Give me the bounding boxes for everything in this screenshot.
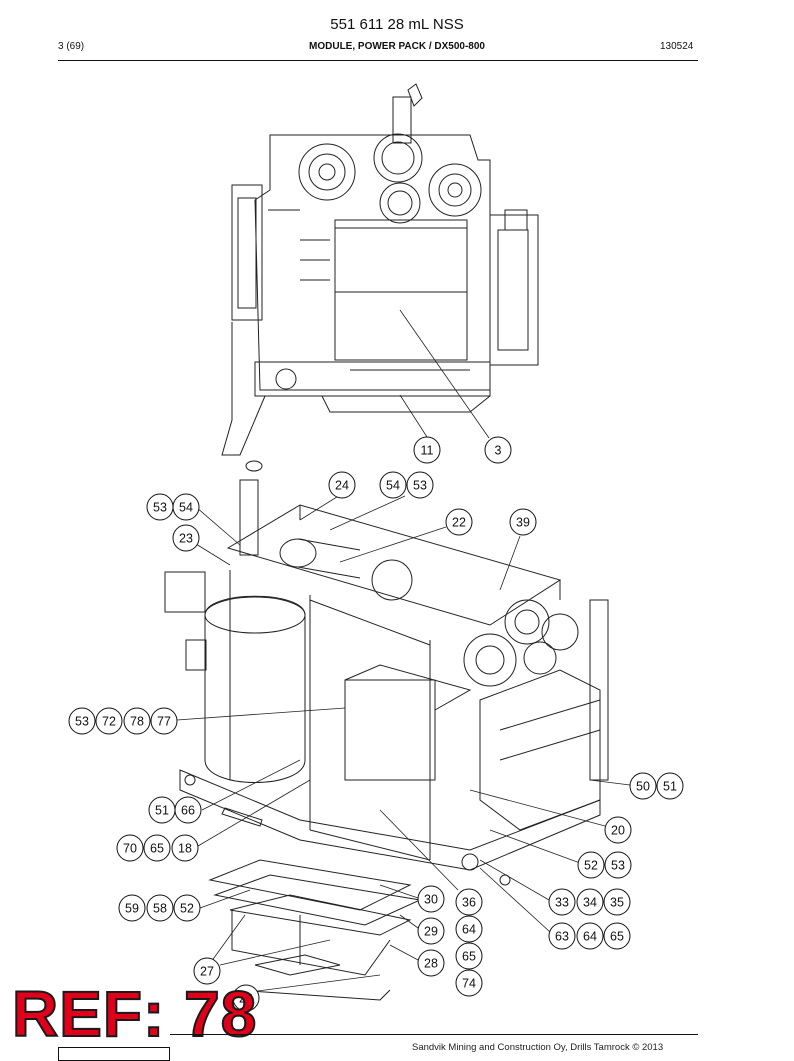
balloon-54[interactable]: 54 [379,471,407,499]
footer-rule [170,1034,698,1035]
balloon-35[interactable]: 35 [603,888,631,916]
svg-text:26: 26 [239,992,253,1006]
balloon-64[interactable]: 64 [576,922,604,950]
balloon-33[interactable]: 33 [548,888,576,916]
balloon-58[interactable]: 58 [146,894,174,922]
balloon-20[interactable]: 20 [604,816,632,844]
svg-text:52: 52 [584,859,598,873]
svg-text:29: 29 [424,925,438,939]
balloon-65[interactable]: 65 [603,922,631,950]
svg-text:65: 65 [462,950,476,964]
balloon-53[interactable]: 53 [68,707,96,735]
svg-text:58: 58 [153,902,167,916]
svg-text:39: 39 [516,516,530,530]
balloon-53[interactable]: 53 [146,493,174,521]
balloon-63[interactable]: 63 [548,922,576,950]
balloon-51[interactable]: 51 [148,796,176,824]
document-number: 551 611 28 mL NSS [330,16,464,33]
svg-text:64: 64 [462,923,476,937]
balloon-24[interactable]: 24 [328,471,356,499]
document-date: 130524 [660,41,694,52]
svg-text:65: 65 [610,930,624,944]
svg-text:51: 51 [155,804,169,818]
power-pack-top-view [221,83,539,456]
header-rule [58,60,698,61]
svg-text:3: 3 [495,444,502,458]
balloon-30[interactable]: 30 [417,885,445,913]
svg-text:36: 36 [462,896,476,910]
svg-text:64: 64 [583,930,597,944]
svg-text:11: 11 [421,444,434,458]
balloon-52[interactable]: 52 [577,851,605,879]
svg-text:54: 54 [386,479,400,493]
balloon-51[interactable]: 51 [656,772,684,800]
balloon-23[interactable]: 23 [172,524,200,552]
svg-text:24: 24 [335,479,349,493]
part-balloons: 11 3 24 54 53 53 54 22 39 23 53 72 78 77… [68,436,684,1012]
balloon-34[interactable]: 34 [576,888,604,916]
balloon-65[interactable]: 65 [143,834,171,862]
svg-text:53: 53 [75,715,89,729]
page-number: 3 (69) [58,41,85,52]
balloon-18[interactable]: 18 [171,834,199,862]
balloon-11[interactable]: 11 [413,436,441,464]
balloon-74[interactable]: 74 [455,969,483,997]
svg-text:50: 50 [636,780,650,794]
balloon-26[interactable]: 26 [232,984,260,1012]
svg-text:20: 20 [611,824,625,838]
svg-text:70: 70 [123,842,137,856]
balloon-64[interactable]: 64 [455,915,483,943]
svg-text:18: 18 [178,842,192,856]
balloon-29[interactable]: 29 [417,917,445,945]
brand-logo-box [58,1047,170,1061]
svg-text:78: 78 [130,715,144,729]
balloon-78[interactable]: 78 [123,707,151,735]
balloon-39[interactable]: 39 [509,508,537,536]
balloon-70[interactable]: 70 [116,834,144,862]
svg-text:30: 30 [424,893,438,907]
svg-text:53: 53 [153,501,167,515]
balloon-52[interactable]: 52 [173,894,201,922]
svg-text:35: 35 [610,896,624,910]
balloon-53[interactable]: 53 [604,851,632,879]
balloon-66[interactable]: 66 [174,796,202,824]
power-pack-iso-view [164,460,609,1001]
balloon-27[interactable]: 27 [193,957,221,985]
footer-copyright: Sandvik Mining and Construction Oy, Dril… [412,1042,664,1053]
balloon-3[interactable]: 3 [484,436,512,464]
balloon-53[interactable]: 53 [406,471,434,499]
balloon-54[interactable]: 54 [172,493,200,521]
svg-text:66: 66 [181,804,195,818]
balloon-72[interactable]: 72 [95,707,123,735]
svg-text:33: 33 [555,896,569,910]
balloon-77[interactable]: 77 [150,707,178,735]
svg-text:34: 34 [583,896,597,910]
svg-text:54: 54 [179,501,193,515]
balloon-59[interactable]: 59 [118,894,146,922]
svg-text:52: 52 [180,902,194,916]
svg-text:59: 59 [125,902,139,916]
svg-text:22: 22 [452,516,466,530]
module-title: MODULE, POWER PACK / DX500-800 [309,41,485,52]
svg-text:74: 74 [462,977,476,991]
balloon-28[interactable]: 28 [417,949,445,977]
svg-text:63: 63 [555,930,569,944]
svg-text:53: 53 [413,479,427,493]
svg-text:51: 51 [663,780,677,794]
balloon-22[interactable]: 22 [445,508,473,536]
leader-lines [176,309,631,993]
svg-text:27: 27 [200,965,214,979]
ref-stamp: REF: 78 [11,978,258,1050]
balloon-50[interactable]: 50 [629,772,657,800]
balloon-36[interactable]: 36 [455,888,483,916]
balloon-65[interactable]: 65 [455,942,483,970]
svg-text:28: 28 [424,957,438,971]
svg-text:72: 72 [102,715,116,729]
svg-text:53: 53 [611,859,625,873]
svg-text:23: 23 [179,532,193,546]
svg-text:65: 65 [150,842,164,856]
svg-text:77: 77 [157,715,171,729]
